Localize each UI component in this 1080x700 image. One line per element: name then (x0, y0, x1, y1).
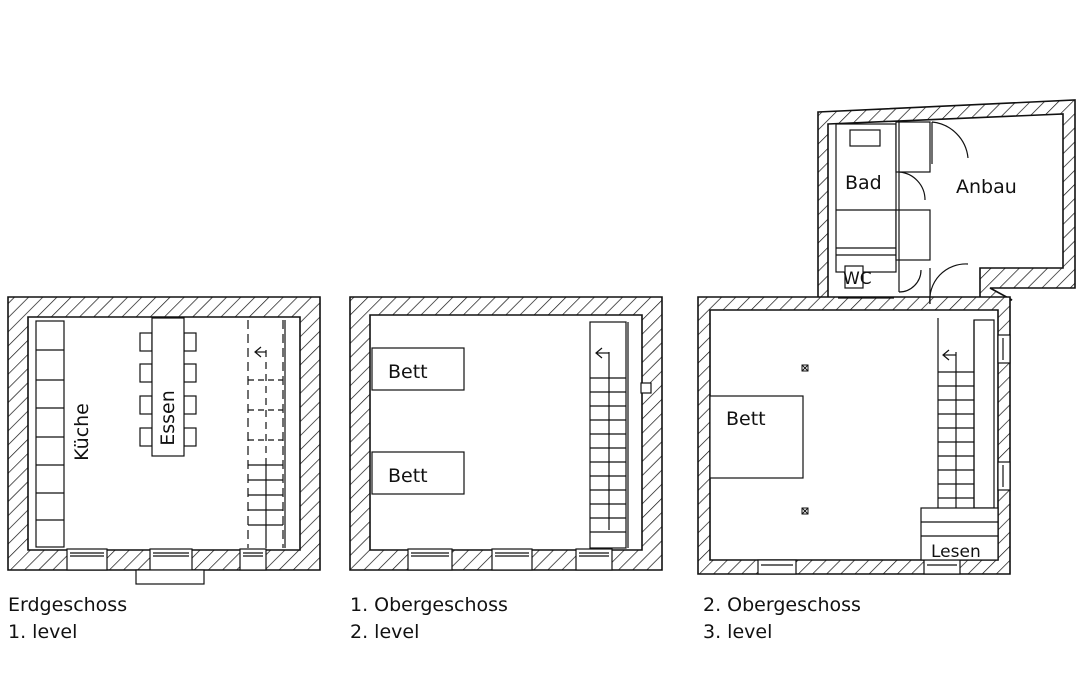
windows (407, 548, 613, 571)
room-label-bed: Bett (388, 361, 428, 383)
ceiling-markers (801, 364, 809, 515)
caption-english: 1. level (8, 621, 78, 643)
bed (371, 451, 465, 495)
room-label-reading: Lesen (931, 542, 981, 562)
floor-plan-first: Bett Bett (349, 296, 663, 571)
bed (371, 347, 465, 391)
outer-wall (7, 296, 321, 571)
room-label-kitchen: Küche (71, 403, 93, 461)
staircase (247, 320, 286, 548)
doors (898, 121, 969, 305)
bed (709, 395, 804, 479)
room-label-bed: Bett (388, 465, 428, 487)
caption-english: 2. level (350, 621, 420, 643)
room-label-wc: WC (843, 269, 872, 289)
caption-german: 2. Obergeschoss (703, 594, 861, 616)
room-label-dining: Essen (157, 390, 179, 446)
caption-english: 3. level (703, 621, 773, 643)
staircase (589, 321, 629, 549)
floor-plan-ground: Küche Essen (7, 296, 321, 585)
room-label-bath: Bad (845, 172, 882, 194)
floor-caption-first: 1. Obergeschoss 2. level (350, 592, 508, 646)
windows (66, 548, 267, 571)
floor-plan-second: Bett Lesen Bad Anbau WC (697, 99, 1076, 575)
room-label-bed: Bett (726, 408, 766, 430)
reading-nook (920, 507, 999, 561)
room-label-extension: Anbau (956, 176, 1017, 198)
dining-table (139, 317, 197, 457)
staircase (937, 318, 995, 509)
caption-german: Erdgeschoss (8, 594, 128, 616)
entrance-step (135, 569, 205, 585)
kitchen-counter (35, 320, 65, 548)
caption-german: 1. Obergeschoss (350, 594, 508, 616)
floor-caption-ground: Erdgeschoss 1. level (8, 592, 127, 646)
floor-caption-second: 2. Obergeschoss 3. level (703, 592, 861, 646)
windows (757, 334, 1011, 575)
outer-wall (349, 296, 663, 571)
bathroom-fittings (835, 121, 931, 299)
